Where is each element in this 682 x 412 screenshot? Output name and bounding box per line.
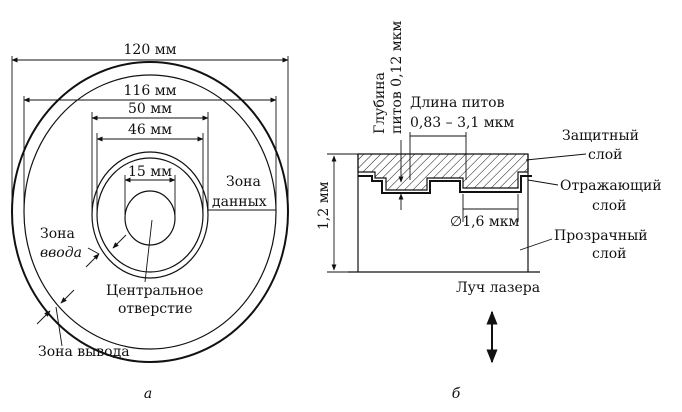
label-transparent-line1: Прозрачный [554,228,648,244]
label-pit-depth-line2: питов 0,12 мкм [389,21,405,134]
caption-a: а [144,386,152,402]
label-50mm: 50 мм [128,101,172,117]
label-116mm: 116 мм [124,83,177,99]
label-15mm: 15 мм [128,164,172,180]
disc-cross-section: 1,2 мм Глубина питов 0,12 мкм Длина пито… [316,21,662,402]
label-pit-length-line1: Длина питов [410,95,505,111]
label-transparent-line2: слой [592,246,627,262]
label-data-zone-line2: данных [212,194,267,210]
label-120mm: 120 мм [124,42,177,58]
label-lead-out: Зона вывода [38,344,130,360]
label-pit-length-line2: 0,83 – 3,1 мкм [410,115,514,131]
label-laser-beam: Луч лазера [456,280,540,296]
label-protective-line1: Защитный [562,128,639,144]
protective-layer [357,153,529,191]
center-hole [124,190,176,246]
label-protective-line2: слой [588,147,623,163]
label-reflective-line1: Отражающий [560,178,662,194]
disc-view: 120 мм 116 мм 50 мм 46 мм 15 мм Зона дан… [11,42,289,402]
label-data-zone-line1: Зона [226,174,261,190]
label-thickness: 1,2 мм [316,181,332,230]
label-lead-in-line1: Зона [40,226,75,242]
label-center-hole-line2: отверстие [118,301,193,317]
label-lead-in-line2: ввода [40,245,82,261]
label-46mm: 46 мм [128,122,172,138]
caption-b: б [452,386,461,402]
label-track-pitch: ∅1,6 мкм [450,214,520,230]
label-center-hole-line1: Центральное [106,283,203,299]
reflective-layer [358,175,532,194]
label-pit-depth-line1: Глубина [372,72,388,134]
label-reflective-line2: слой [592,198,627,214]
